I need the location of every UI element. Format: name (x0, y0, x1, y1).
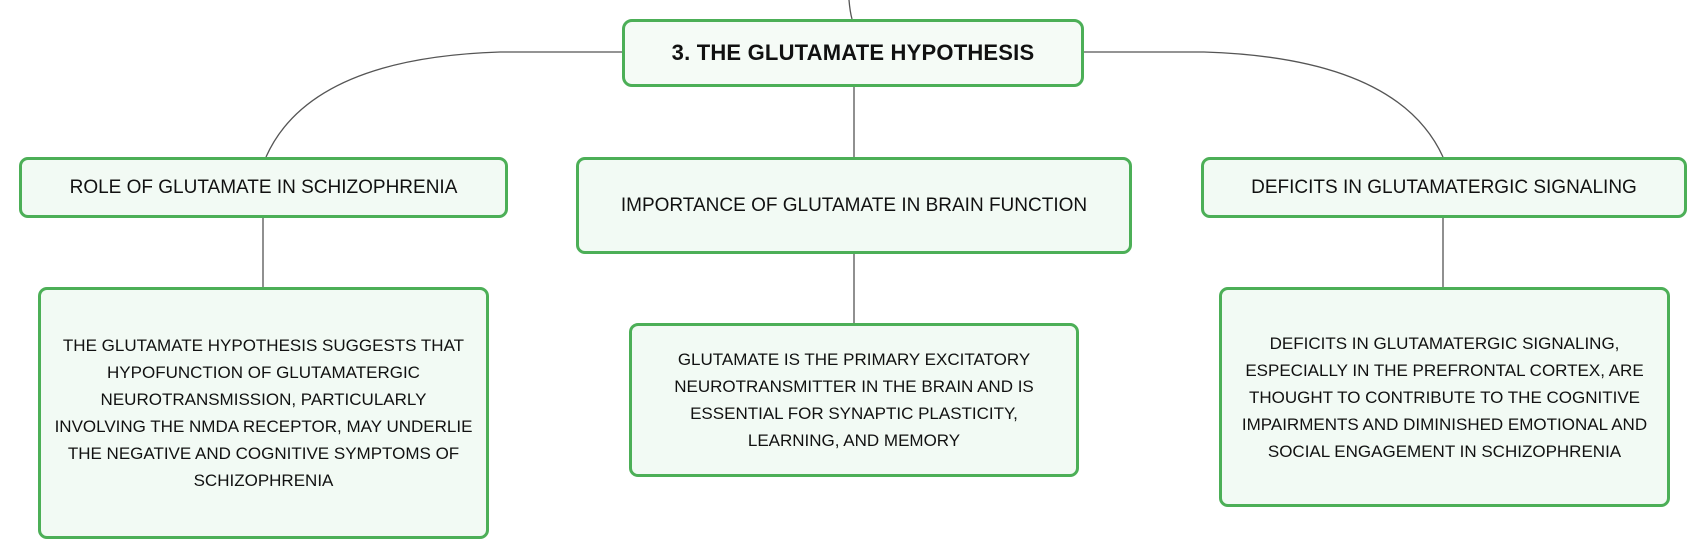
detail-node-importance-of-glutamate[interactable]: GLUTAMATE IS THE PRIMARY EXCITATORY NEUR… (629, 323, 1079, 477)
topic-node-deficits-in-signaling[interactable]: DEFICITS IN GLUTAMATERGIC SIGNALING (1201, 157, 1687, 218)
connector-parent-root (848, 0, 853, 20)
detail-text: DEFICITS IN GLUTAMATERGIC SIGNALING, ESP… (1241, 333, 1648, 461)
topic-label: ROLE OF GLUTAMATE IN SCHIZOPHRENIA (69, 176, 458, 198)
detail-node-deficits-in-signaling[interactable]: DEFICITS IN GLUTAMATERGIC SIGNALING, ESP… (1219, 287, 1670, 507)
detail-text: GLUTAMATE IS THE PRIMARY EXCITATORY NEUR… (674, 350, 1034, 450)
connector-root-topic-1 (265, 51, 622, 158)
topic-label: DEFICITS IN GLUTAMATERGIC SIGNALING (1251, 176, 1637, 198)
connector-root-topic-3 (1084, 51, 1444, 158)
central-topic-label: 3. THE GLUTAMATE HYPOTHESIS (671, 40, 1035, 65)
topic-label: IMPORTANCE OF GLUTAMATE IN BRAIN FUNCTIO… (620, 194, 1088, 216)
topic-node-role-of-glutamate[interactable]: ROLE OF GLUTAMATE IN SCHIZOPHRENIA (19, 157, 508, 218)
central-topic-node[interactable]: 3. THE GLUTAMATE HYPOTHESIS (622, 19, 1084, 87)
detail-text: THE GLUTAMATE HYPOTHESIS SUGGESTS THAT H… (54, 336, 473, 490)
detail-node-role-of-glutamate[interactable]: THE GLUTAMATE HYPOTHESIS SUGGESTS THAT H… (38, 287, 489, 539)
topic-node-importance-of-glutamate[interactable]: IMPORTANCE OF GLUTAMATE IN BRAIN FUNCTIO… (576, 157, 1132, 254)
